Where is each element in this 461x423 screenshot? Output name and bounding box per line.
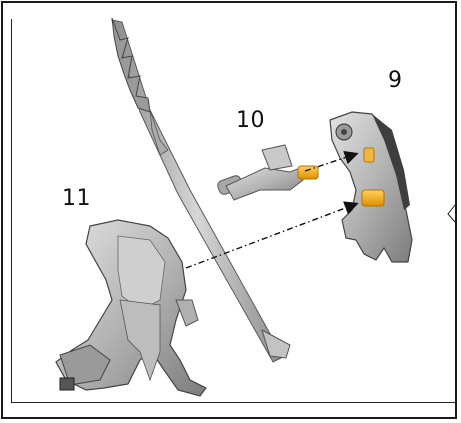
- guide-arrow-11-to-9: [185, 201, 359, 269]
- orc-body-part: [55, 219, 207, 397]
- shoulder-pad-part: [329, 111, 413, 263]
- step-label-9: 9: [388, 68, 403, 93]
- yellow-peg-9: [361, 189, 385, 207]
- step-label-11: 11: [62, 186, 91, 211]
- assembly-guides: [185, 150, 359, 269]
- bracket-border: [11, 19, 456, 403]
- bracket-notch: [447, 204, 456, 223]
- step-label-10: 10: [236, 108, 265, 133]
- yellow-peg-10: [297, 165, 319, 180]
- guide-arrow-10-to-9: [304, 150, 359, 172]
- arm-hand-part: [225, 144, 319, 201]
